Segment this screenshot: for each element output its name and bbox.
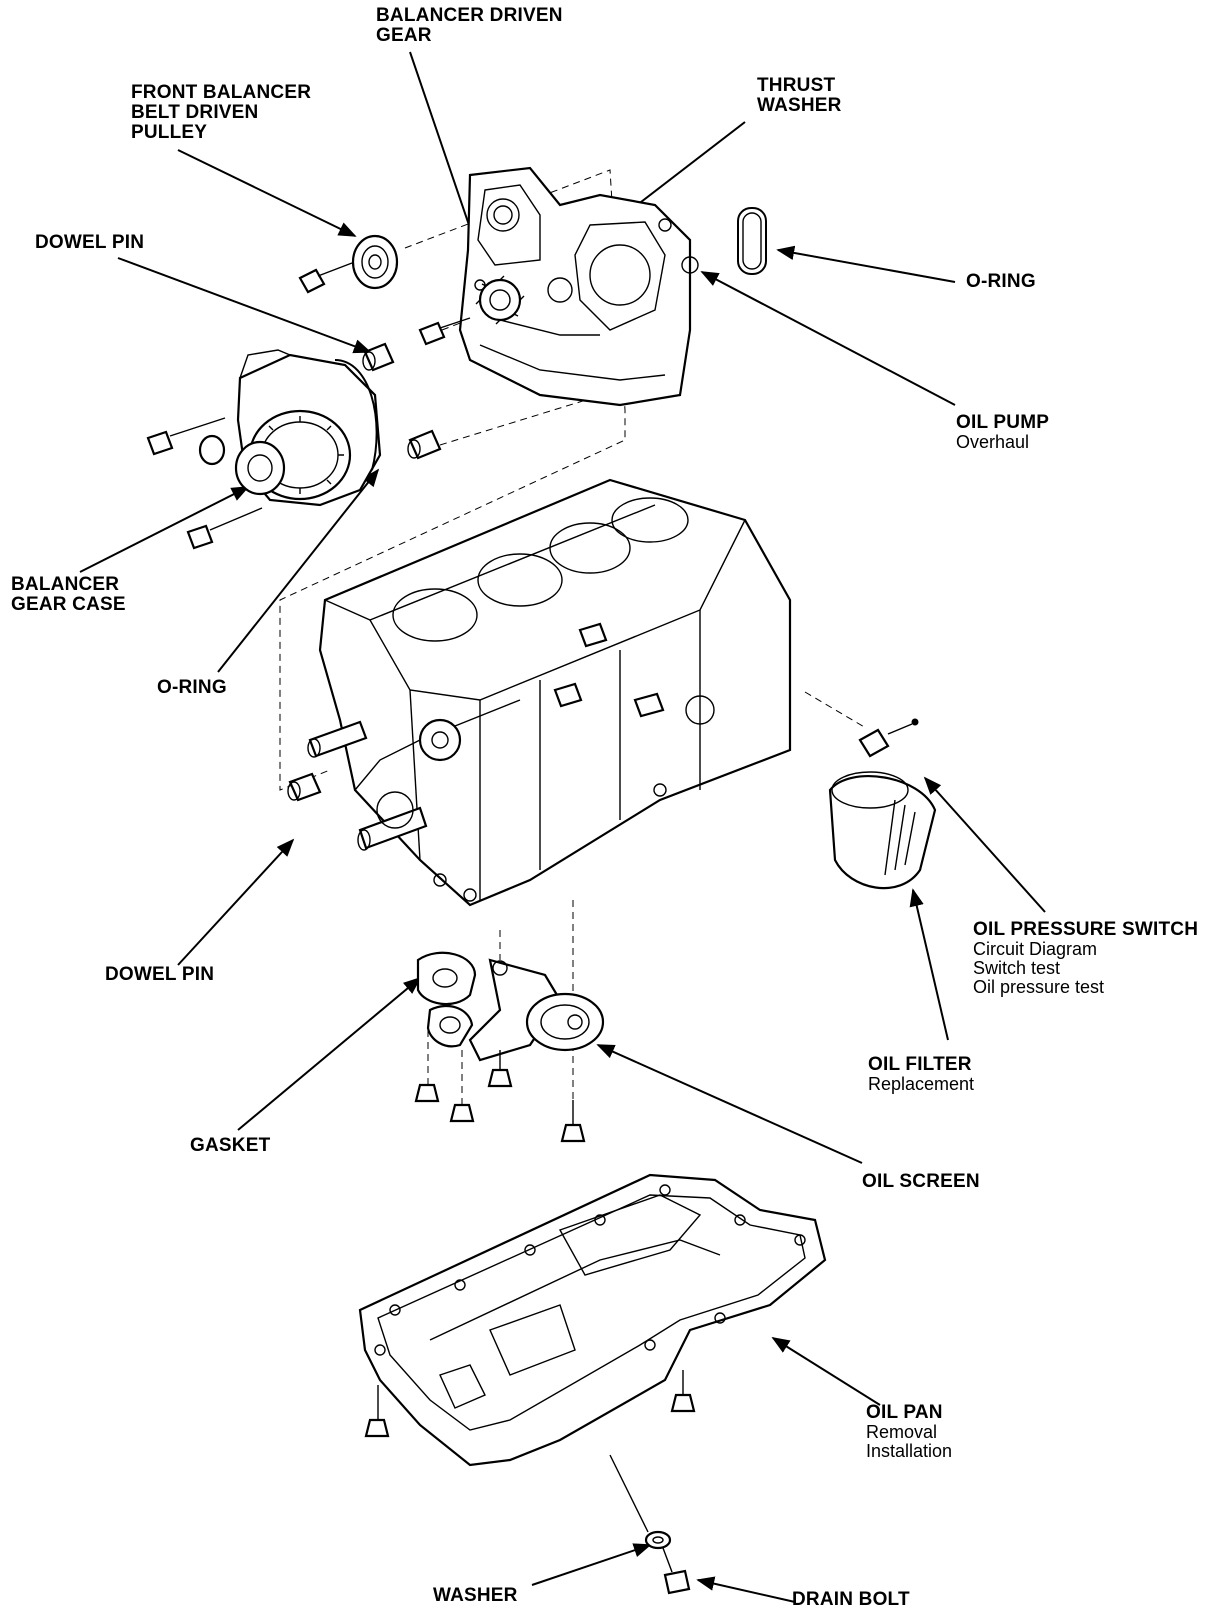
label-sub[interactable]: Oil pressure test: [973, 976, 1105, 997]
engine-block-drawing: [307, 478, 792, 907]
label-dowel-pin-bottom: DOWEL PIN: [105, 965, 214, 985]
label-oil-pump: OIL PUMP Overhaul: [956, 413, 1049, 452]
label-title: O-RING: [157, 677, 227, 698]
label-title: DRAIN BOLT: [792, 1589, 910, 1610]
oil-screen-drawing: [414, 951, 605, 1143]
label-sub[interactable]: Switch test: [973, 957, 1061, 978]
label-sub[interactable]: Replacement: [868, 1073, 975, 1094]
o-ring-right-drawing: [737, 207, 767, 275]
label-title: OIL PRESSURE SWITCH: [973, 919, 1199, 940]
label-thrust-washer: THRUST WASHER: [757, 76, 842, 116]
label-title: BALANCER DRIVEN GEAR: [376, 5, 563, 46]
oil-pan-drawing: [358, 1173, 827, 1467]
label-drain-bolt: DRAIN BOLT: [792, 1590, 910, 1610]
label-title: DOWEL PIN: [35, 232, 145, 253]
label-front-balancer-pulley: FRONT BALANCER BELT DRIVEN PULLEY: [131, 83, 311, 143]
label-title: OIL SCREEN: [862, 1171, 980, 1192]
oil-filter-drawing: [828, 771, 937, 890]
front-balancer-pulley-drawing: [298, 234, 399, 294]
balancer-gear-case-drawing: [146, 349, 382, 550]
label-dowel-pin-top: DOWEL PIN: [35, 233, 144, 253]
label-washer: WASHER: [433, 1586, 518, 1606]
label-oil-pan: OIL PAN Removal Installation: [866, 1403, 952, 1461]
dowel-pin-bottom-drawing: [287, 772, 322, 802]
label-oil-pressure-switch: OIL PRESSURE SWITCH Circuit Diagram Swit…: [973, 920, 1198, 997]
label-balancer-driven-gear: BALANCER DRIVEN GEAR: [376, 6, 563, 46]
dowel-pins-top-drawing: [362, 342, 442, 460]
label-title: DOWEL PIN: [105, 964, 215, 985]
label-title: BALANCER GEAR CASE: [11, 574, 126, 615]
label-oil-screen: OIL SCREEN: [862, 1172, 980, 1192]
label-balancer-gear-case: BALANCER GEAR CASE: [11, 575, 126, 615]
label-title: WASHER: [433, 1585, 518, 1606]
label-sub[interactable]: Circuit Diagram: [973, 938, 1098, 959]
washer-drain-bolt-drawing: [609, 1454, 691, 1595]
label-title: GASKET: [190, 1135, 271, 1156]
label-sub[interactable]: Installation: [866, 1440, 953, 1461]
label-o-ring-left: O-RING: [157, 678, 227, 698]
label-title: FRONT BALANCER BELT DRIVEN PULLEY: [131, 82, 312, 143]
label-title: OIL PAN: [866, 1402, 943, 1423]
label-title: OIL FILTER: [868, 1054, 972, 1075]
label-oil-filter: OIL FILTER Replacement: [868, 1055, 974, 1094]
oil-pressure-switch-drawing: [858, 718, 919, 758]
label-sub[interactable]: Overhaul: [956, 431, 1030, 452]
leader-lines: [79, 51, 1046, 1603]
label-gasket: GASKET: [190, 1136, 270, 1156]
label-title: THRUST WASHER: [757, 75, 842, 116]
label-title: OIL PUMP: [956, 412, 1050, 433]
label-title: O-RING: [966, 271, 1036, 292]
oil-pump-drawing: [418, 166, 699, 407]
label-sub[interactable]: Removal: [866, 1421, 938, 1442]
label-o-ring-right: O-RING: [966, 272, 1036, 292]
